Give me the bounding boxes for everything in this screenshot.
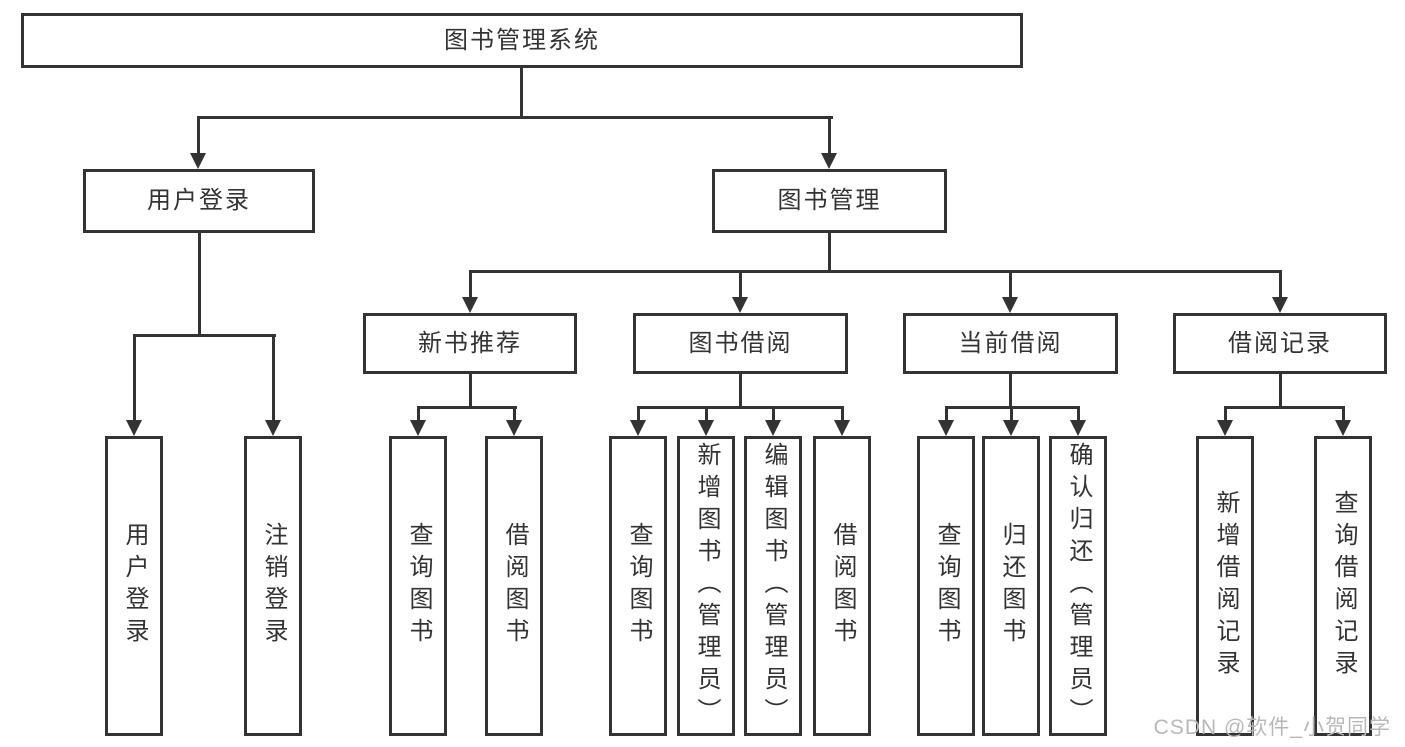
leaf-box-query-borrow-record: 查询借阅记录 <box>1314 436 1372 736</box>
connector-to-leaf-logout <box>271 335 275 421</box>
connector-to-leaf <box>704 407 708 421</box>
connector-to-leaf <box>512 407 516 421</box>
leaf-box-add-book-admin: 新增图书（管理员） <box>677 436 735 736</box>
connector-to-user-login <box>196 117 200 154</box>
leaf-box-borrow-book-borrowing: 借阅图书 <box>813 436 871 736</box>
node-box-current-borrowing: 当前借阅 <box>903 313 1118 374</box>
connector-to-borrowing-records <box>1278 271 1282 298</box>
leaf-box-return-book: 归还图书 <box>982 436 1040 736</box>
arrow-down-icon <box>1003 420 1019 436</box>
arrow-down-icon <box>126 420 142 436</box>
connector-to-leaf-user-login <box>132 335 136 421</box>
arrow-down-icon <box>462 297 478 313</box>
arrow-down-icon <box>265 420 281 436</box>
arrow-down-icon <box>190 153 206 169</box>
arrow-down-icon <box>698 420 714 436</box>
connector-root-stem <box>519 67 523 117</box>
leaf-box-logout: 注销登录 <box>244 436 302 736</box>
connector-to-leaf <box>416 407 420 421</box>
csdn-watermark: CSDN @软件_小贺同学 <box>1153 716 1391 739</box>
leaf-box-query-book-borrowing: 查询图书 <box>609 436 667 736</box>
arrow-down-icon <box>1335 420 1351 436</box>
connector-book-borrowing-split <box>636 405 844 409</box>
node-box-new-book-recommend: 新书推荐 <box>363 313 577 374</box>
connector-book-borrowing-stem <box>738 374 742 407</box>
node-box-user-login: 用户登录 <box>83 169 315 233</box>
leaf-box-query-book-current: 查询图书 <box>917 436 975 736</box>
connector-to-leaf <box>944 407 948 421</box>
connector-current-borrowing-stem <box>1008 374 1012 407</box>
arrow-down-icon <box>938 420 954 436</box>
connector-borrowing-records-stem <box>1278 374 1282 407</box>
connector-book-management-stem <box>827 233 831 271</box>
connector-to-leaf <box>771 407 775 421</box>
arrow-down-icon <box>765 420 781 436</box>
node-box-root: 图书管理系统 <box>21 13 1023 68</box>
connector-to-book-borrowing <box>738 271 742 298</box>
leaf-box-borrow-book-recommend: 借阅图书 <box>485 436 543 736</box>
connector-book-management-split <box>468 269 1282 273</box>
node-box-book-borrowing: 图书借阅 <box>633 313 848 374</box>
arrow-down-icon <box>1217 420 1233 436</box>
connector-to-current-borrowing <box>1008 271 1012 298</box>
connector-to-leaf <box>840 407 844 421</box>
connector-to-leaf <box>1341 407 1345 421</box>
arrow-down-icon <box>506 420 522 436</box>
node-box-borrowing-records: 借阅记录 <box>1173 313 1387 374</box>
leaf-box-user-login: 用户登录 <box>105 436 163 736</box>
connector-user-login-split <box>132 333 276 337</box>
arrow-down-icon <box>410 420 426 436</box>
connector-user-login-stem <box>197 233 201 335</box>
arrow-down-icon <box>630 420 646 436</box>
connector-new-book-recommend-split <box>416 405 517 409</box>
arrow-down-icon <box>1070 420 1086 436</box>
connector-borrowing-records-split <box>1223 405 1345 409</box>
leaf-box-confirm-return-admin: 确认归还（管理员） <box>1049 436 1107 736</box>
connector-to-new-book-recommend <box>468 271 472 298</box>
arrow-down-icon <box>732 297 748 313</box>
leaf-box-query-book-recommend: 查询图书 <box>389 436 447 736</box>
connector-to-leaf <box>1076 407 1080 421</box>
connector-to-leaf <box>1009 407 1013 421</box>
node-box-book-management: 图书管理 <box>712 169 947 233</box>
connector-new-book-recommend-stem <box>468 374 472 407</box>
connector-root-split <box>196 115 833 119</box>
leaf-box-add-borrow-record: 新增借阅记录 <box>1196 436 1254 736</box>
arrow-down-icon <box>821 153 837 169</box>
arrow-down-icon <box>1002 297 1018 313</box>
arrow-down-icon <box>1272 297 1288 313</box>
arrow-down-icon <box>834 420 850 436</box>
connector-to-leaf <box>1223 407 1227 421</box>
connector-to-book-management <box>827 117 831 154</box>
connector-to-leaf <box>636 407 640 421</box>
leaf-box-edit-book-admin: 编辑图书（管理员） <box>744 436 802 736</box>
